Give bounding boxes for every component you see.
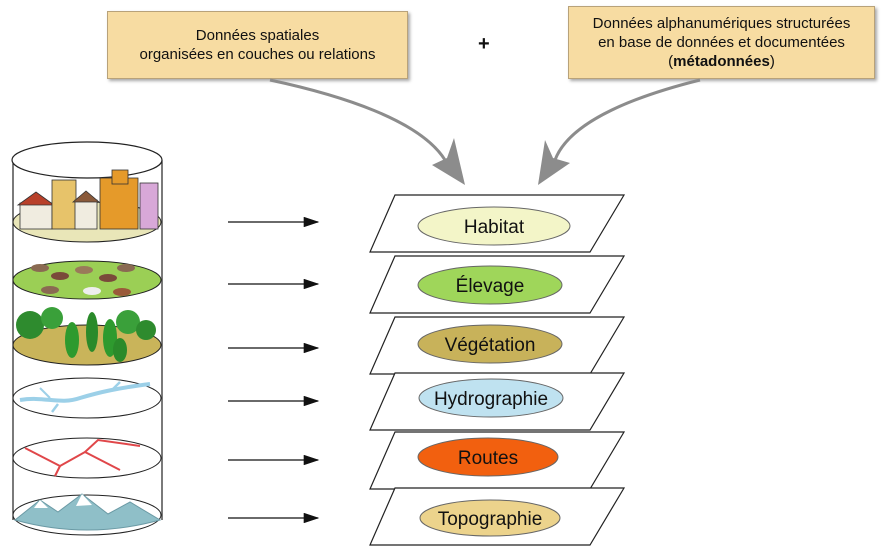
layer-plane-topographie: Topographie	[369, 487, 626, 546]
alphanumeric-data-line3: (métadonnées)	[569, 52, 874, 71]
alphanumeric-data-box: Données alphanumériques structurées en b…	[568, 6, 875, 79]
layer-plane-routes: Routes	[369, 431, 626, 490]
merge-arrow-left	[269, 78, 465, 185]
spatial-data-line1: Données spatiales	[195, 27, 320, 44]
layer-plane-habitat: Habitat	[369, 194, 626, 253]
alphanumeric-data-line1: Données alphanumériques structurées	[592, 15, 851, 32]
layer-label-topographie: Topographie	[438, 509, 543, 530]
layer-label-routes: Routes	[458, 448, 518, 469]
spatial-data-box: Données spatiales organisées en couches …	[107, 11, 408, 79]
layer-label-elevage: Élevage	[456, 276, 525, 297]
rivers-icon	[12, 377, 162, 419]
layer-plane-hydrographie: Hydrographie	[369, 372, 626, 431]
alphanumeric-data-line2: en base de données et documentées	[598, 34, 845, 51]
metadata-close-paren: )	[769, 53, 775, 70]
layer-arrows	[228, 216, 320, 524]
trees-icon	[12, 307, 162, 366]
layer-plane-vegetation: Végétation	[369, 316, 626, 375]
roads-icon	[12, 437, 162, 479]
merge-arrow-right	[538, 78, 701, 185]
metadata-word: métadonnées	[673, 53, 770, 70]
layer-label-hydrographie: Hydrographie	[434, 389, 548, 410]
layer-label-vegetation: Végétation	[445, 335, 536, 356]
spatial-data-line2: organisées en couches ou relations	[139, 46, 376, 63]
plus-sign: +	[478, 33, 490, 55]
metadata-open-paren: (	[668, 53, 674, 70]
mountains-icon	[12, 493, 162, 536]
layer-plane-elevage: Élevage	[369, 255, 626, 314]
houses-icon	[12, 169, 162, 243]
livestock-icon	[12, 260, 162, 300]
layer-label-habitat: Habitat	[464, 217, 525, 238]
